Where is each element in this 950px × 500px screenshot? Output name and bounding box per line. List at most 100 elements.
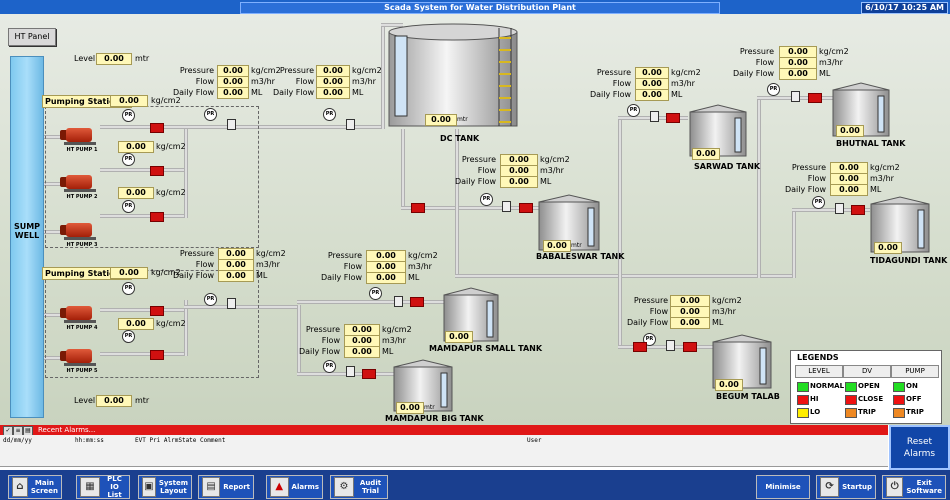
- valve-icon[interactable]: [362, 369, 376, 379]
- exit-software-button[interactable]: ⏻Exit Software: [882, 475, 946, 499]
- report-button[interactable]: ▤Report: [198, 475, 254, 499]
- alarm-col-time: hh:mm:ss: [75, 437, 104, 444]
- system-layout-button[interactable]: ▣System Layout: [138, 475, 192, 499]
- pipe: [618, 345, 713, 349]
- ht-pump-3[interactable]: HT PUMP 3: [60, 220, 100, 248]
- button-label: System Layout: [158, 479, 188, 495]
- valve-icon[interactable]: [666, 113, 680, 123]
- startup-icon: ⟳: [820, 477, 840, 497]
- ht-pump-4[interactable]: HT PUMP 4: [60, 303, 100, 331]
- mamdapur-big-tank[interactable]: 0.00 mtr MAMDAPUR BIG TANK: [385, 359, 484, 423]
- pipe: [44, 230, 64, 234]
- flow-meter-icon: [791, 91, 800, 102]
- valve-icon[interactable]: [150, 212, 164, 222]
- pump-3-pressure: 0.00: [118, 187, 154, 199]
- alarms-button[interactable]: ▲Alarms: [266, 475, 323, 499]
- daily-flow-value: 0.00: [316, 87, 350, 99]
- button-label: Main Screen: [30, 479, 58, 495]
- daily-flow-label: Daily Flow: [589, 90, 631, 99]
- pump-2-pressure: 0.00: [118, 141, 154, 153]
- plc-io-list-button[interactable]: ▦PLC IO List: [76, 475, 130, 499]
- pump-5-pressure: 0.00: [118, 318, 154, 330]
- pipe: [100, 352, 185, 356]
- tank-level: 0.00: [543, 240, 571, 252]
- pressure-gauge-icon: PR: [122, 153, 135, 166]
- dc-tank[interactable]: 0.00 mtr DC TANK: [387, 22, 535, 143]
- valve-icon[interactable]: [150, 350, 164, 360]
- pressure-gauge-icon: PR: [812, 196, 825, 209]
- begum-talab-tank[interactable]: 0.00 BEGUM TALAB: [712, 334, 780, 401]
- tank-unit: mtr: [424, 404, 435, 411]
- mamdapur-small-tank[interactable]: 0.00 MAMDAPUR SMALL TANK: [429, 287, 542, 353]
- pressure-gauge-icon: PR: [323, 108, 336, 121]
- pipe: [297, 300, 447, 304]
- valve-icon[interactable]: [519, 203, 533, 213]
- daily-flow-value: 0.00: [500, 176, 538, 188]
- flow-meter-icon: [835, 203, 844, 214]
- valve-icon[interactable]: [150, 166, 164, 176]
- sarwad-tank[interactable]: 0.00 SARWAD TANK: [689, 104, 760, 171]
- daily-flow-label: Daily Flow: [454, 177, 496, 186]
- audit-trial-button[interactable]: ⚙Audit Trial: [330, 475, 388, 499]
- valve-icon[interactable]: [150, 306, 164, 316]
- alarm-col-event: EVT Pri AlrmState Comment: [135, 437, 226, 444]
- valve-icon[interactable]: [410, 297, 424, 307]
- reset-alarms-button[interactable]: Reset Alarms: [889, 425, 950, 470]
- pressure-label: Pressure: [633, 296, 668, 305]
- level-label-bottom: Level: [74, 396, 96, 405]
- legend-item-label: OFF: [906, 395, 922, 403]
- button-label: Minimise: [765, 483, 801, 491]
- title-bar: Scada System for Water Distribution Plan…: [0, 0, 950, 14]
- flow-unit: m3/hr: [870, 174, 894, 183]
- legend-swatch: [845, 395, 857, 405]
- pipe: [44, 182, 64, 186]
- daily-flow-unit: ML: [540, 177, 552, 186]
- babaleswar-tank[interactable]: 0.00 mtr BABALESWAR TANK: [536, 194, 624, 261]
- pressure-gauge-icon: PR: [480, 193, 493, 206]
- alarm-table[interactable]: dd/mm/yy hh:mm:ss EVT Pri AlrmState Comm…: [0, 435, 888, 467]
- legend-swatch: [797, 382, 809, 392]
- taskbar: ⌂Main Screen ▦PLC IO List ▣System Layout…: [0, 470, 950, 500]
- ht-panel-button[interactable]: HT Panel: [8, 28, 56, 46]
- legend-header-level: LEVEL: [795, 365, 843, 378]
- daily-flow-label: Daily Flow: [320, 273, 362, 282]
- valve-icon[interactable]: [808, 93, 822, 103]
- alarm-bell-icon: ▲: [270, 477, 289, 497]
- daily-flow-unit: ML: [819, 69, 831, 78]
- valve-icon[interactable]: [411, 203, 425, 213]
- flow-meter-icon: [227, 119, 236, 130]
- ht-pump-1[interactable]: HT PUMP 1: [60, 125, 100, 153]
- pressure-label: Pressure: [596, 68, 631, 77]
- valve-icon[interactable]: [633, 342, 647, 352]
- daily-flow-value: 0.00: [217, 87, 249, 99]
- daily-flow-label: Daily Flow: [172, 271, 214, 280]
- legend-title: LEGENDS: [797, 353, 839, 362]
- valve-icon[interactable]: [150, 123, 164, 133]
- pipe: [100, 214, 185, 218]
- ht-pump-2[interactable]: HT PUMP 2: [60, 172, 100, 200]
- main-screen-button[interactable]: ⌂Main Screen: [8, 475, 62, 499]
- audit-icon: ⚙: [334, 477, 354, 497]
- station-1-pressure: 0.00: [110, 95, 148, 107]
- daily-flow-unit: ML: [712, 318, 724, 327]
- pressure-unit: kg/cm2: [156, 188, 186, 197]
- pressure-unit: kg/cm2: [671, 68, 701, 77]
- valve-icon[interactable]: [851, 205, 865, 215]
- legend-swatch: [797, 408, 809, 418]
- minimise-button[interactable]: Minimise: [756, 475, 810, 499]
- bhutnal-tank[interactable]: 0.00 BHUTNAL TANK: [832, 82, 905, 148]
- valve-icon[interactable]: [683, 342, 697, 352]
- legend-swatch: [845, 408, 857, 418]
- ht-pump-5[interactable]: HT PUMP 5: [60, 346, 100, 374]
- legend-header-pump: PUMP: [891, 365, 939, 378]
- daily-flow-unit: ML: [352, 88, 364, 97]
- pressure-gauge-icon: PR: [369, 287, 382, 300]
- flow-unit: m3/hr: [408, 262, 432, 271]
- tank-name: BABALESWAR TANK: [536, 252, 625, 261]
- tank-name: SARWAD TANK: [694, 162, 761, 171]
- flow-meter-icon: [394, 296, 403, 307]
- tidagundi-tank[interactable]: 0.00 TIDAGUNDI TANK: [870, 196, 947, 265]
- startup-button[interactable]: ⟳Startup: [816, 475, 876, 499]
- plc-list-icon: ▦: [80, 477, 100, 497]
- daily-flow-label: Daily Flow: [626, 318, 668, 327]
